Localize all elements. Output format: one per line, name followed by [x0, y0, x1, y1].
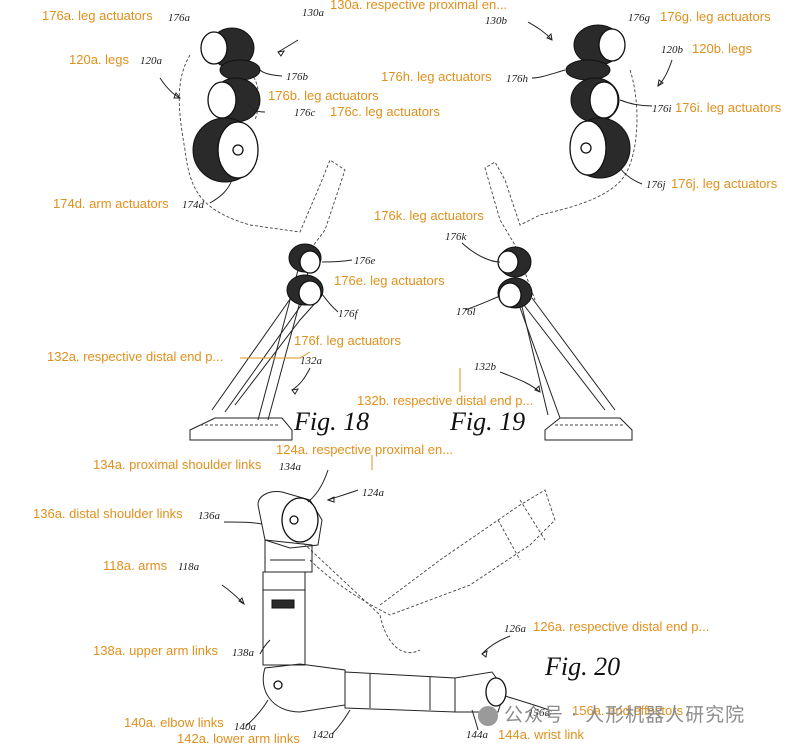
actuator-176j [569, 117, 631, 179]
actuator-176e [288, 243, 322, 274]
label-124a: 124a. respective proximal en... [276, 442, 453, 457]
ref-132a: 132a [300, 355, 323, 367]
wechat-logo-icon [478, 705, 498, 726]
ref-138a: 138a [232, 647, 255, 659]
label-140a: 140a. elbow links [124, 715, 224, 730]
actuator-176i [570, 77, 620, 123]
label-174d: 174d. arm actuators [53, 196, 169, 211]
label-176h: 176h. leg actuators [381, 69, 492, 84]
ref-144a: 144a [466, 729, 489, 741]
watermark: 公众号 · 人形机器人研究院 [478, 700, 745, 727]
ref-176b: 176b [286, 71, 309, 83]
label-132a: 132a. respective distal end p... [47, 349, 223, 364]
reference-numerals: 176a 130a 130b 176g 120a 120b 176b 176h … [140, 7, 684, 741]
label-138a: 138a. upper arm links [93, 643, 219, 658]
fig20-arm-drawing [257, 489, 556, 713]
fig19-leg-drawing [484, 24, 638, 441]
ref-156a: 156a [528, 707, 551, 719]
ref-124a: 124a [362, 487, 385, 499]
label-176e: 176e. leg actuators [334, 273, 445, 288]
fig20-caption: Fig. 20 [544, 652, 620, 681]
ref-176h: 176h [506, 73, 529, 85]
fig18-leg-drawing [178, 27, 346, 441]
actuator-176c [207, 77, 261, 123]
label-176k: 176k. leg actuators [374, 208, 484, 223]
shoulder-link-134a [257, 491, 323, 549]
ref-118a: 118a [178, 561, 200, 573]
ref-132b: 132b [474, 361, 497, 373]
label-144a: 144a. wrist link [498, 727, 584, 742]
shoulder-link-136a [264, 539, 313, 573]
ref-120a: 120a [140, 55, 163, 67]
upper-arm-138a [262, 571, 306, 666]
actuator-174d [192, 117, 259, 183]
label-176c: 176c. leg actuators [330, 104, 440, 119]
ref-176e: 176e [354, 255, 376, 267]
ref-176j: 176j [646, 179, 666, 191]
ref-130a: 130a [302, 7, 325, 19]
ref-134a: 134a [279, 461, 302, 473]
label-156a: 156a. end effectors [572, 703, 684, 718]
ref-126a: 126a [504, 623, 527, 635]
ref-136a: 136a [198, 510, 221, 522]
figure-captions: Fig. 18 Fig. 19 Fig. 20 [293, 407, 620, 681]
label-176f: 176f. leg actuators [294, 333, 401, 348]
fig18-caption: Fig. 18 [293, 407, 369, 436]
label-130a: 130a. respective proximal en... [330, 0, 507, 12]
ref-174d: 174d [182, 199, 205, 211]
leader-lines [159, 21, 673, 735]
actuator-176h [565, 59, 611, 81]
label-126a: 126a. respective distal end p... [533, 619, 709, 634]
ref-176l: 176l [456, 306, 476, 318]
label-176i: 176i. leg actuators [675, 100, 782, 115]
label-136a: 136a. distal shoulder links [33, 506, 183, 521]
label-120b: 120b. legs [692, 41, 752, 56]
actuator-176l [497, 277, 533, 309]
elbow-140a [262, 663, 346, 713]
label-132b: 132b. respective distal end p... [357, 393, 533, 408]
ref-176a: 176a [168, 12, 191, 24]
watermark-text: 公众号 · 人形机器人研究院 [504, 704, 746, 726]
ref-176i: 176i [652, 103, 672, 115]
ref-176k: 176k [445, 231, 468, 243]
actuator-176g [573, 24, 626, 66]
ref-130b: 130b [485, 15, 508, 27]
annotation-labels: 176a. leg actuators 130a. respective pro… [33, 0, 782, 746]
ref-120b: 120b [661, 44, 684, 56]
ref-176g: 176g [628, 12, 651, 24]
actuator-176k [497, 246, 532, 278]
label-120a: 120a. legs [69, 52, 129, 67]
actuator-176b [219, 59, 261, 81]
label-176a: 176a. leg actuators [42, 8, 153, 23]
label-134a: 134a. proximal shoulder links [93, 457, 262, 472]
label-118a: 118a. arms [103, 558, 168, 573]
label-176j: 176j. leg actuators [671, 176, 778, 191]
lower-arm-142a [344, 671, 456, 713]
actuator-176f [286, 274, 324, 306]
ref-176f: 176f [338, 308, 360, 320]
actuator-176a [200, 27, 255, 69]
wrist-144a [454, 671, 507, 713]
orange-guide-lines [240, 351, 461, 470]
label-176g: 176g. leg actuators [660, 9, 771, 24]
ref-142a: 142a [312, 729, 335, 741]
ref-140a: 140a [234, 721, 257, 733]
fig19-caption: Fig. 19 [449, 407, 525, 436]
label-176b: 176b. leg actuators [268, 88, 379, 103]
label-142a: 142a. lower arm links [177, 731, 300, 744]
ref-176c: 176c [294, 107, 316, 119]
